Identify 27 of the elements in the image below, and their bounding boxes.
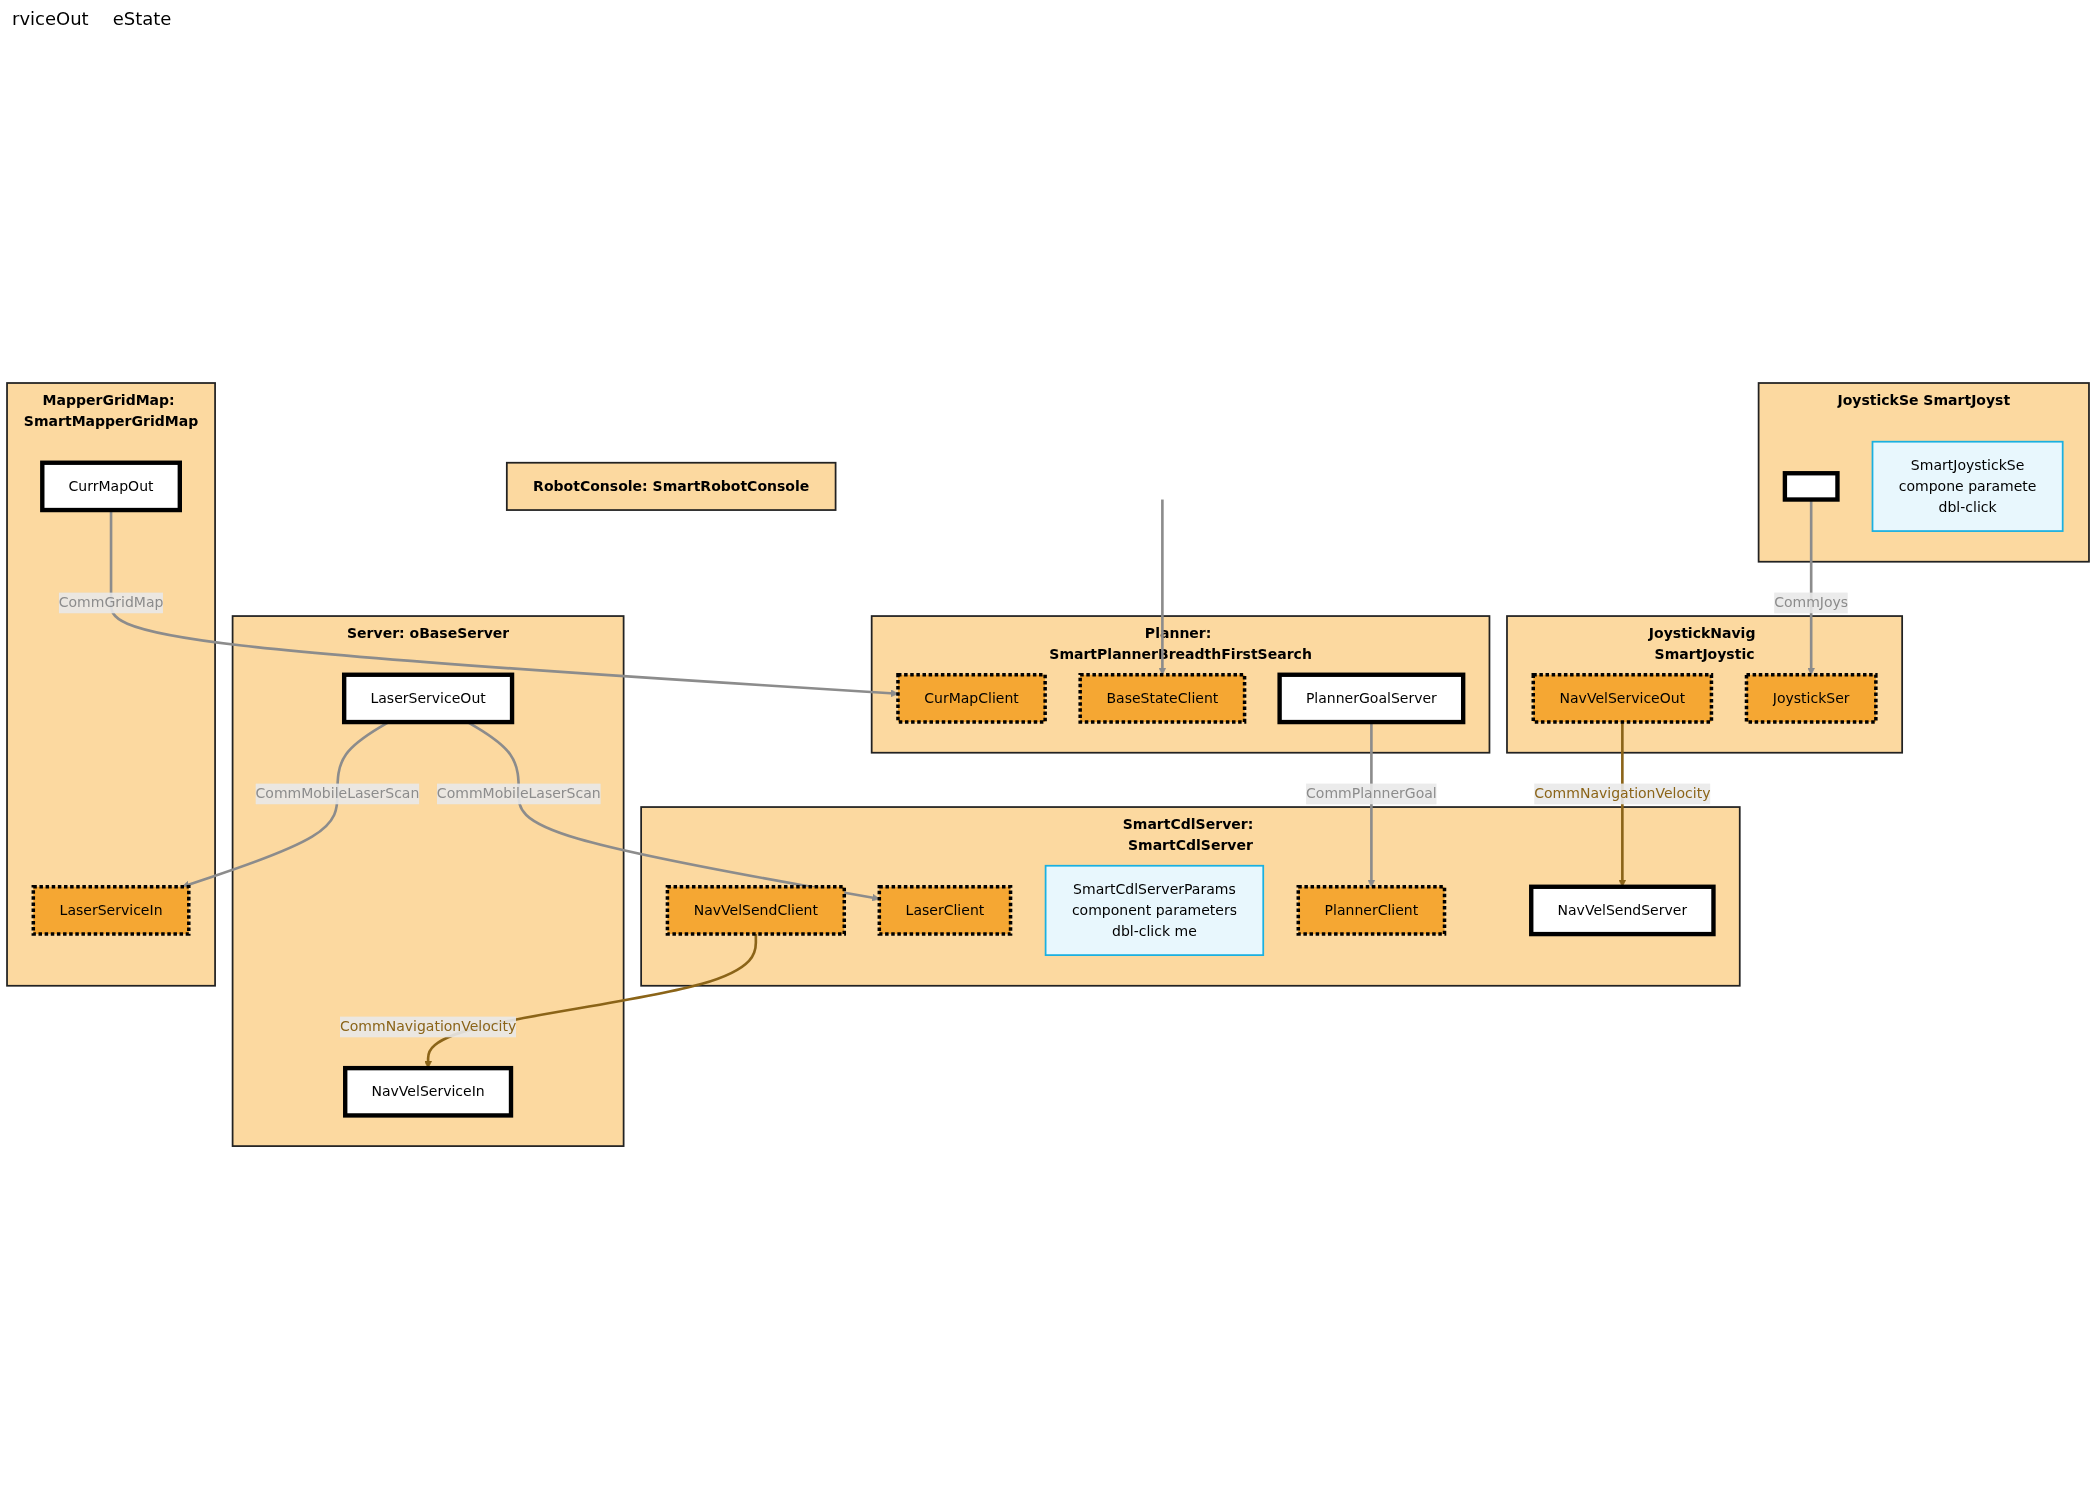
node-box: LaserClient [877,885,1013,937]
node-box: JoystickSer [1744,673,1878,725]
node-box: NavVelSendClient [665,885,846,937]
edge-label: CommGridMap [58,594,164,612]
node-box: CurMapClient [896,673,1047,725]
node-box: SmartCdlServerParams component parameters dbl-click me [1044,865,1265,957]
node-box: BaseStateClient [1078,673,1247,725]
node-box: LaserServiceOut [342,673,515,725]
edge-label: CommNavigationVelocity [339,1018,517,1036]
node-box [1782,471,1840,503]
node-box: NavVelSendServer [1529,885,1716,937]
node-box: RobotConsole: SmartRobotConsole [505,462,837,512]
node-box: PlannerGoalServer [1277,673,1466,725]
node-box: CurrMapOut [40,461,182,513]
node-box: PlannerClient [1296,885,1447,937]
port-label: eState [112,8,172,29]
node-box: SmartJoystickSe compone paramete dbl-click [1871,441,2064,533]
edge-label: CommJoys [1774,594,1849,612]
arrow [1158,499,1167,676]
node-box: NavVelServiceIn [343,1066,514,1119]
node-box: NavVelServiceOut [1531,673,1714,725]
node-box: LaserServiceIn [31,885,191,937]
edge-label: CommNavigationVelocity [1534,785,1711,803]
port-label: rviceOut [12,8,89,29]
edge-label: CommPlannerGoal [1306,785,1437,803]
edge-label: CommMobileLaserScan [255,785,420,803]
edge-label: CommMobileLaserScan [436,785,601,803]
